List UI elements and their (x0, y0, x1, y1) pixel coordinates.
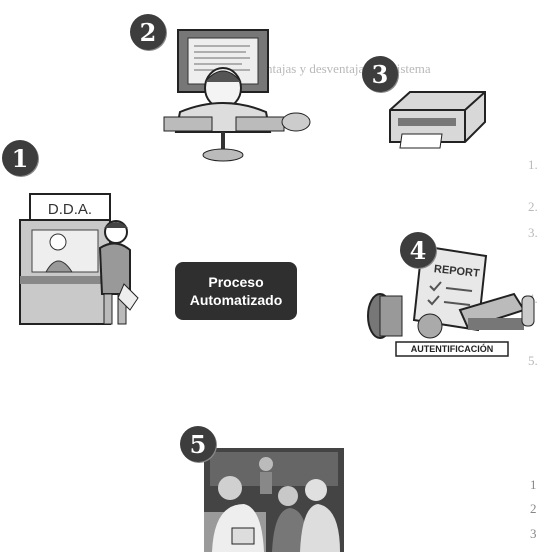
ghost-text-item: 3 (530, 526, 537, 541)
printer-illustration (389, 91, 486, 149)
center-process-box: Proceso Automatizado (175, 262, 297, 320)
service-counter-illustration: D.D.A. (19, 193, 139, 325)
center-title-line1: Proceso (208, 274, 264, 290)
person-at-computer-illustration (163, 29, 311, 162)
counter-sign-text: D.D.A. (48, 201, 92, 218)
step-number-badge: 2 (130, 14, 166, 50)
report-authentication-illustration: REPORT AUTENTIFICACIÓN (367, 244, 535, 357)
authentication-label: AUTENTIFICACIÓN (411, 343, 494, 354)
step-number-badge: 1 (2, 140, 38, 176)
step-number-badge: 3 (362, 56, 398, 92)
ghost-text-item: 2. (528, 199, 538, 214)
ghost-text-item: 5. (528, 353, 538, 368)
step-number-badge: 5 (180, 426, 216, 462)
ghost-text-item: 1. (528, 157, 538, 172)
ghost-text-item: 2 (530, 501, 537, 516)
report-heading-text: REPORT (433, 263, 480, 280)
office-workers-illustration (204, 448, 344, 552)
step-number-badge: 4 (400, 232, 436, 268)
ghost-text-item: 3. (528, 225, 538, 240)
center-title-line2: Automatizado (189, 292, 283, 308)
ghost-text-item: 1 (530, 477, 537, 492)
